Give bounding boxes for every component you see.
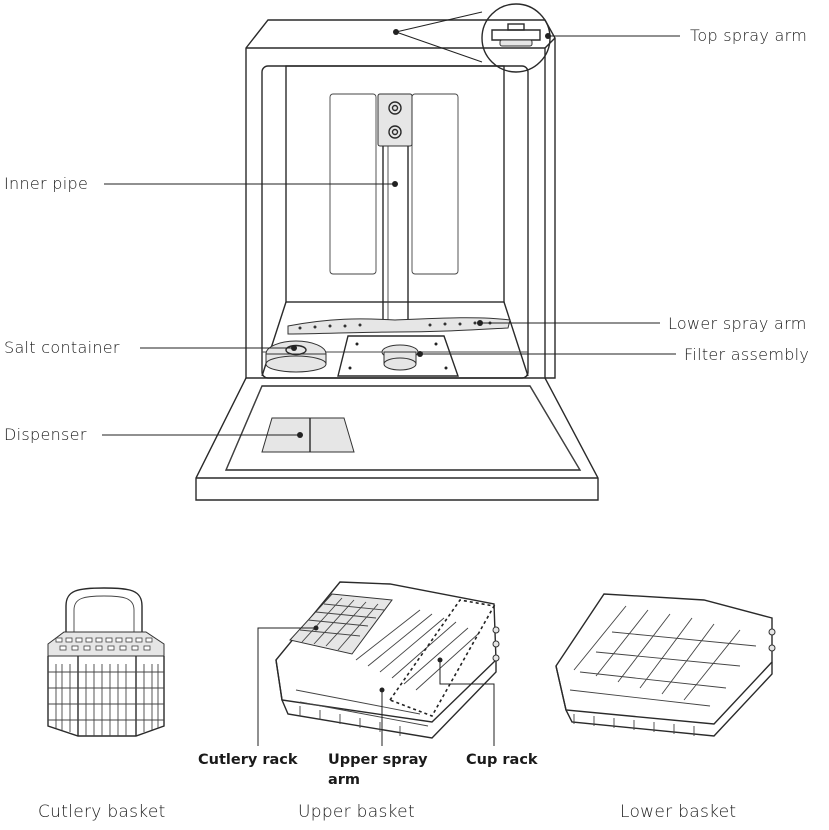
label-cup-rack: Cup rack (466, 752, 538, 768)
caption-cutlery-basket: Cutlery basket (38, 802, 166, 822)
label-filter-assembly: Filter assembly (684, 345, 810, 364)
lower-basket-illustration (555, 593, 776, 737)
caption-lower-basket: Lower basket (620, 802, 737, 822)
caption-upper-basket: Upper basket (298, 802, 415, 822)
label-inner-pipe: Inner pipe (4, 174, 89, 193)
label-top-spray-arm: Top spray arm (690, 26, 808, 45)
dishwasher-door (195, 377, 599, 501)
leader-lines (102, 33, 680, 438)
label-upper-spray-arm: Upper spray (328, 752, 428, 768)
upper-basket-illustration (257, 581, 500, 746)
filter-assembly (337, 335, 459, 377)
inner-pipe (377, 93, 413, 330)
label-upper-spray-arm-line2: arm (328, 772, 361, 788)
label-salt-container: Salt container (4, 338, 120, 357)
top-spray-arm-callout (393, 3, 551, 73)
label-lower-spray-arm: Lower spray arm (668, 314, 807, 333)
label-dispenser: Dispenser (4, 425, 87, 444)
salt-container (265, 340, 327, 373)
label-cutlery-rack: Cutlery rack (198, 752, 298, 768)
lower-spray-arm (287, 317, 511, 335)
cutlery-basket-illustration (47, 587, 165, 737)
